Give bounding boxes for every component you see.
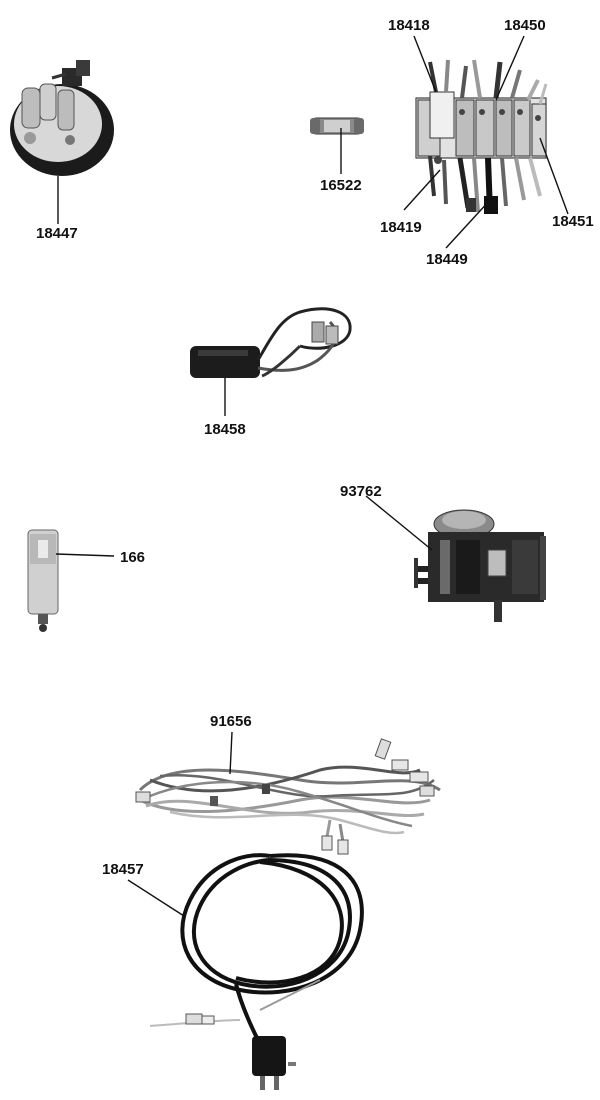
relay-right-bottom-leader bbox=[539, 137, 569, 215]
relay-right-top-leader bbox=[495, 35, 525, 101]
relay-left-top-label: 18418 bbox=[388, 17, 430, 34]
float-switch-leader bbox=[55, 553, 115, 557]
capacitor-part bbox=[190, 307, 352, 378]
relay-bottom-leader bbox=[445, 199, 491, 249]
relay-right-bottom-label: 18451 bbox=[552, 213, 594, 230]
capacitor-label: 18458 bbox=[204, 421, 246, 438]
relay-left-bottom-leader bbox=[403, 169, 441, 211]
power-cord-part bbox=[180, 853, 364, 1041]
power-cord-label: 18457 bbox=[102, 861, 144, 878]
timer-label: 93762 bbox=[340, 483, 382, 500]
wire-harness-leader bbox=[229, 731, 233, 775]
wire-harness-terminals bbox=[135, 738, 435, 855]
timer-part bbox=[414, 509, 546, 622]
relay-left-top-leader bbox=[413, 35, 437, 93]
wire-harness-label: 91656 bbox=[210, 713, 252, 730]
pressure-switch-label: 18447 bbox=[36, 225, 78, 242]
float-switch-label: 166 bbox=[120, 549, 145, 566]
relay-block-part bbox=[415, 59, 548, 214]
fuse-label: 16522 bbox=[320, 177, 362, 194]
power-cord-leader bbox=[127, 879, 185, 917]
relay-right-top-label: 18450 bbox=[504, 17, 546, 34]
fuse-part bbox=[310, 117, 364, 135]
wire-harness-part bbox=[138, 765, 441, 849]
power-cord-ends bbox=[149, 979, 321, 1090]
timer-leader bbox=[365, 495, 433, 551]
float-switch-part bbox=[27, 529, 59, 632]
relay-left-bottom-label: 18419 bbox=[380, 219, 422, 236]
relay-bottom-label: 18449 bbox=[426, 251, 468, 268]
pressure-switch-part bbox=[10, 60, 114, 176]
